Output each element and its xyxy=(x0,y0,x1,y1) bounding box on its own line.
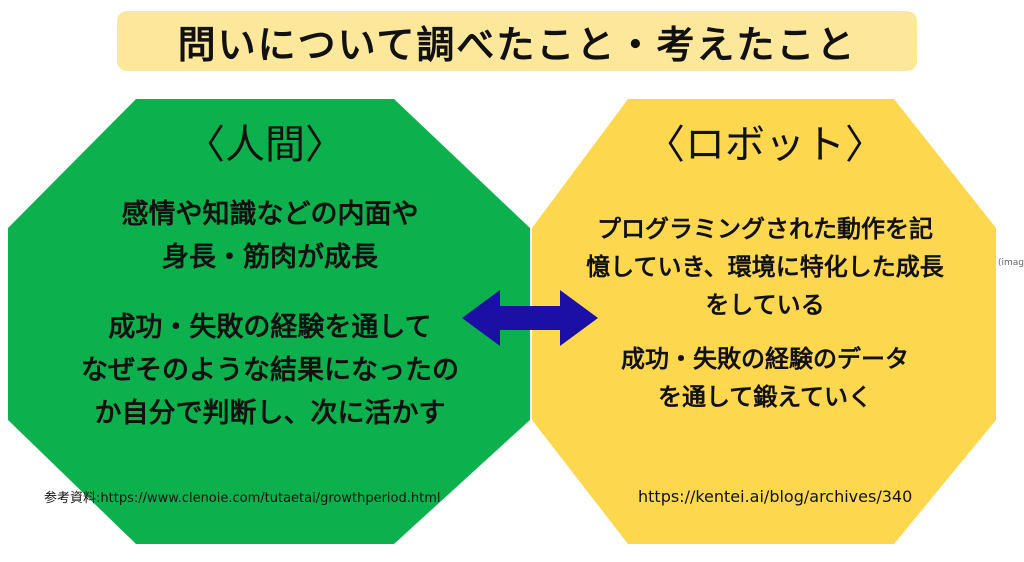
side-note: (image xyxy=(998,258,1024,268)
human-paragraph-1: 感情や知識などの内面や 身長・筋肉が成長 xyxy=(20,193,520,279)
text-line: か自分で判断し、次に活かす xyxy=(94,398,446,429)
title-banner: 問いについて調べたこと・考えたこと xyxy=(117,11,917,71)
text-line: プログラミングされた動作を記 xyxy=(597,215,933,243)
human-reference: 参考資料:https://www.clenoie.com/tutaetai/gr… xyxy=(44,491,441,506)
text-line: 感情や知識などの内面や xyxy=(121,199,419,230)
human-paragraph-2: 成功・失敗の経験を通して なぜそのような結果になったの か自分で判断し、次に活か… xyxy=(20,306,520,435)
text-line: 成功・失敗の経験のデータ xyxy=(621,345,909,373)
text-line: 憶していき、環境に特化した成長 xyxy=(586,253,944,281)
robot-octagon xyxy=(532,99,996,544)
text-line: なぜそのような結果になったの xyxy=(81,355,459,386)
page-title: 問いについて調べたこと・考えたこと xyxy=(177,22,857,67)
text-line: を通して鍛えていく xyxy=(657,383,873,411)
human-heading: 〈人間〉 xyxy=(185,122,345,168)
text-line: 身長・筋肉が成長 xyxy=(162,242,378,273)
robot-heading: 〈ロボット〉 xyxy=(645,122,885,168)
robot-reference: https://kentei.ai/blog/archives/340 xyxy=(638,487,913,506)
text-line: 成功・失敗の経験を通して xyxy=(108,312,432,343)
robot-paragraph-1: プログラミングされた動作を記 憶していき、環境に特化した成長 をしている xyxy=(540,210,990,324)
robot-paragraph-2: 成功・失敗の経験のデータ を通して鍛えていく xyxy=(540,340,990,416)
text-line: をしている xyxy=(705,291,825,319)
double-arrow-icon xyxy=(462,290,598,346)
human-octagon xyxy=(8,99,530,544)
